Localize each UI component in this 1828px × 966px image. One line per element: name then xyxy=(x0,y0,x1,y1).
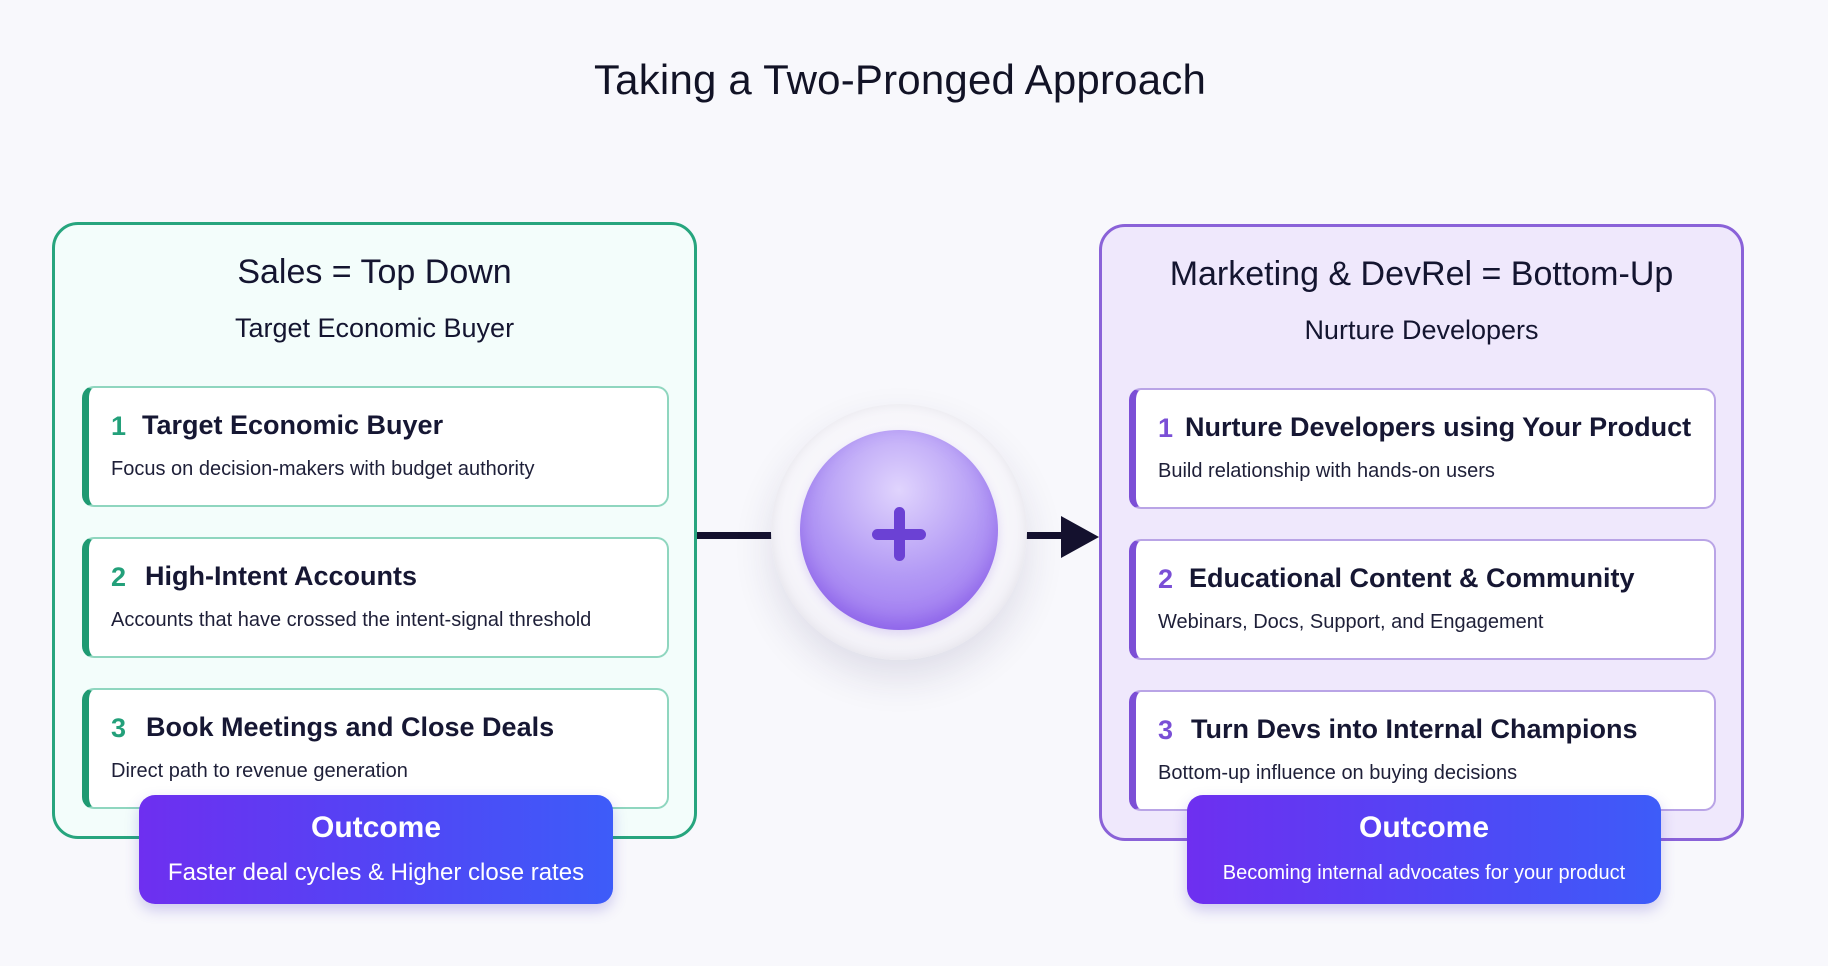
arrow-head-icon xyxy=(1061,516,1099,558)
card-number: 3 xyxy=(111,713,127,743)
sales-panel: Sales = Top Down Target Economic Buyer 1… xyxy=(52,222,697,839)
devrel-card-1: 1 Nurture Developers using Your Product … xyxy=(1129,388,1716,509)
outcome-title: Outcome xyxy=(310,811,442,844)
card-number: 1 xyxy=(1158,413,1174,443)
card-number: 3 xyxy=(1158,715,1174,745)
plus-icon xyxy=(872,507,926,561)
sales-panel-title: Sales = Top Down xyxy=(237,253,512,291)
card-description: Focus on decision-makers with budget aut… xyxy=(111,458,535,480)
card-description: Accounts that have crossed the intent-si… xyxy=(111,609,592,631)
card-number: 2 xyxy=(1158,564,1174,594)
outcome-text: Becoming internal advocates for your pro… xyxy=(1222,862,1626,884)
sales-card-3: 3 Book Meetings and Close Deals Direct p… xyxy=(82,688,669,809)
card-number: 2 xyxy=(111,562,127,592)
card-description: Direct path to revenue generation xyxy=(111,760,408,782)
card-number: 1 xyxy=(111,411,127,441)
sales-outcome-badge: Outcome Faster deal cycles & Higher clos… xyxy=(139,795,613,904)
outcome-text: Faster deal cycles & Higher close rates xyxy=(167,859,585,886)
devrel-card-3: 3 Turn Devs into Internal Champions Bott… xyxy=(1129,690,1716,811)
devrel-outcome-badge: Outcome Becoming internal advocates for … xyxy=(1187,795,1661,904)
card-heading: Educational Content & Community xyxy=(1189,563,1635,593)
card-heading: Nurture Developers using Your Product xyxy=(1185,412,1692,442)
devrel-card-2: 2 Educational Content & Community Webina… xyxy=(1129,539,1716,660)
sales-card-2: 2 High-Intent Accounts Accounts that hav… xyxy=(82,537,669,658)
page-title: Taking a Two-Pronged Approach xyxy=(593,56,1207,103)
sales-card-1: 1 Target Economic Buyer Focus on decisio… xyxy=(82,386,669,507)
connector-line-left xyxy=(697,532,773,539)
card-heading: Target Economic Buyer xyxy=(142,410,444,440)
card-heading: Book Meetings and Close Deals xyxy=(146,712,555,742)
devrel-panel-subtitle: Nurture Developers xyxy=(1304,315,1539,345)
card-description: Webinars, Docs, Support, and Engagement xyxy=(1158,611,1544,633)
card-description: Bottom-up influence on buying decisions xyxy=(1158,762,1518,784)
outcome-title: Outcome xyxy=(1358,811,1490,844)
connector-line-right xyxy=(1026,532,1064,539)
card-heading: Turn Devs into Internal Champions xyxy=(1191,714,1638,744)
card-heading: High-Intent Accounts xyxy=(145,561,417,591)
card-description: Build relationship with hands-on users xyxy=(1158,460,1495,482)
devrel-panel-title: Marketing & DevRel = Bottom-Up xyxy=(1169,255,1674,293)
sales-panel-subtitle: Target Economic Buyer xyxy=(234,313,515,343)
devrel-panel: Marketing & DevRel = Bottom-Up Nurture D… xyxy=(1099,224,1744,841)
